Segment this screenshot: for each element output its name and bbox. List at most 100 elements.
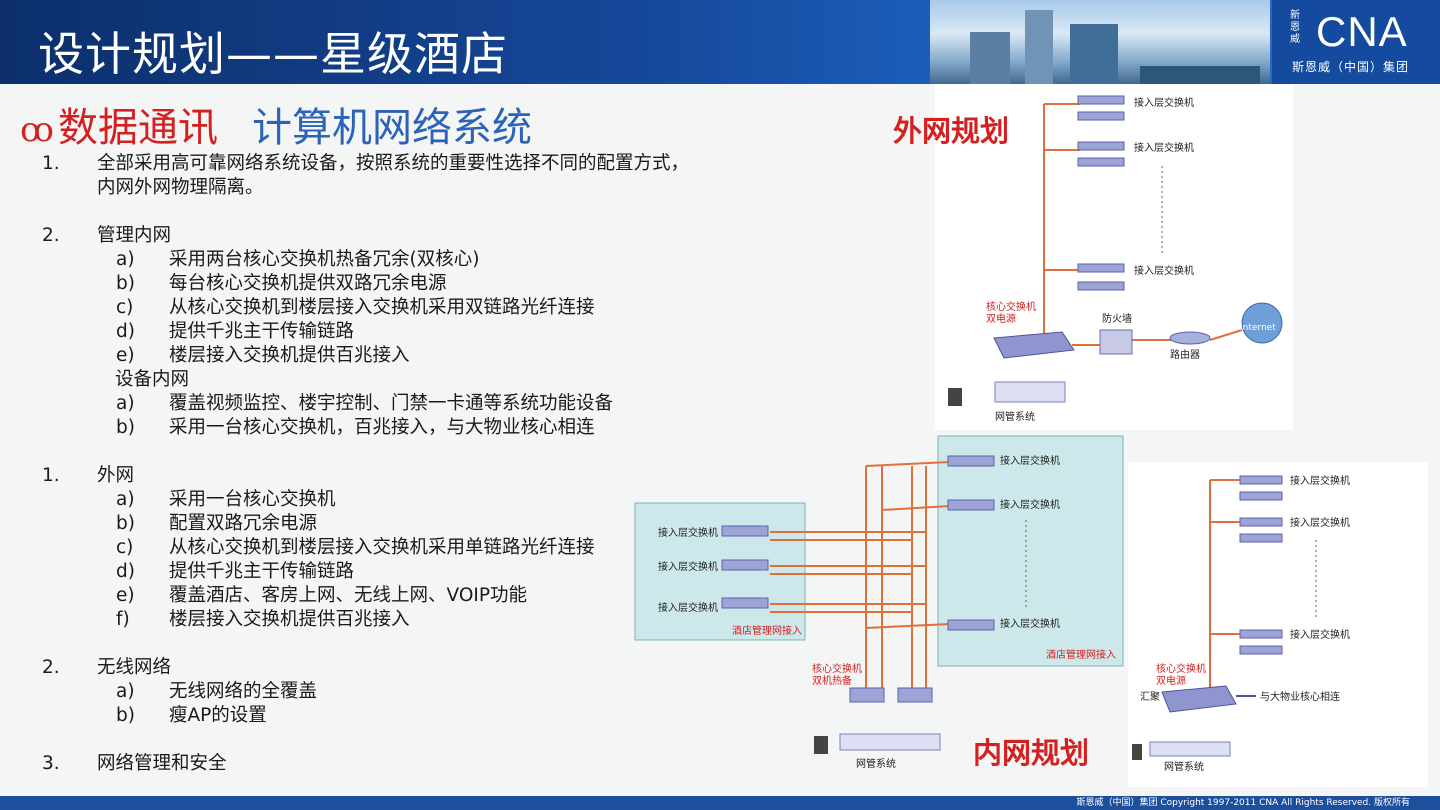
outer-access-label-3: 接入层交换机 xyxy=(1134,264,1194,277)
list-item-number: c) xyxy=(116,537,134,558)
list-item-text: 覆盖视频监控、楼宇控制、门禁一卡通等系统功能设备 xyxy=(169,393,614,414)
list-item-text: 网络管理和安全 xyxy=(97,753,227,774)
inner-access-label-3: 接入层交换机 xyxy=(1000,617,1060,630)
inner-admin-icon xyxy=(814,736,828,754)
list-item-text: 楼层接入交换机提供百兆接入 xyxy=(169,609,410,630)
list-item-text: 提供千兆主干传输链路 xyxy=(169,561,355,582)
list-item: e) 覆盖酒店、客房上网、无线上网、VOIP功能 xyxy=(42,584,742,608)
internet-label: Internet xyxy=(1240,323,1276,333)
list-item-text: 采用一台核心交换机，百兆接入，与大物业核心相连 xyxy=(169,417,595,438)
list-item: a) 采用两台核心交换机热备冗余(双核心) xyxy=(42,248,742,272)
list-item: 3.网络管理和安全 xyxy=(42,752,742,776)
outer-network-title: 外网规划 xyxy=(893,114,1010,148)
list-item: c) 从核心交换机到楼层接入交换机采用双链路光纤连接 xyxy=(42,296,742,320)
list-item-text: 全部采用高可靠网络系统设备，按照系统的重要性选择不同的配置方式， xyxy=(97,153,690,174)
logo-vertical-text: 新恩威 xyxy=(1290,10,1300,45)
inner-nms-station xyxy=(839,733,941,751)
list-item: b) 每台核心交换机提供双路冗余电源 xyxy=(42,272,742,296)
list-item-number: e) xyxy=(116,585,135,606)
outer-admin-icon xyxy=(948,388,962,406)
list-item: a)无线网络的全覆盖 xyxy=(42,680,742,704)
hotel-access-label-2: 接入层交换机 xyxy=(658,560,718,573)
logo-mark: CNA xyxy=(1316,8,1408,55)
list-item: a)覆盖视频监控、楼宇控制、门禁一卡通等系统功能设备 xyxy=(42,392,742,416)
inner-core-label: 核心交换机双机热备 xyxy=(812,662,862,687)
decorative-bullet-icon: ꝏ xyxy=(20,110,54,150)
router-label: 路由器 xyxy=(1170,348,1200,361)
left-hotel-mgmt-label: 酒店管理网接入 xyxy=(732,624,802,637)
list-item-text: 配置双路冗余电源 xyxy=(169,513,318,534)
device-access-label-3: 接入层交换机 xyxy=(1290,628,1350,641)
hotel-mgmt-panel xyxy=(634,502,806,641)
list-item: 2.管理内网 xyxy=(42,224,742,248)
inner-network-title: 内网规划 xyxy=(973,736,1090,770)
list-item-text: 从核心交换机到楼层接入交换机采用单链路光纤连接 xyxy=(169,537,595,558)
device-network-panel xyxy=(1128,462,1428,787)
list-item-number: e) xyxy=(116,345,135,366)
inner-hotel-mgmt-label: 酒店管理网接入 xyxy=(1046,648,1116,661)
firewall-label: 防火墙 xyxy=(1102,312,1132,325)
list-item-number: b) xyxy=(116,705,135,726)
list-item-number: d) xyxy=(116,561,135,582)
list-item-text: 管理内网 xyxy=(97,225,172,246)
list-item-text: 设备内网 xyxy=(115,369,190,390)
list-item-text: 无线网络 xyxy=(97,657,172,678)
device-nms-station xyxy=(1149,741,1231,757)
device-core-label: 核心交换机双电源 xyxy=(1156,662,1206,687)
outer-nms-label: 网管系统 xyxy=(995,410,1035,423)
inner-links xyxy=(770,461,951,690)
list-item-number: 2. xyxy=(42,657,60,678)
list-item-text: 从核心交换机到楼层接入交换机采用双链路光纤连接 xyxy=(169,297,595,318)
list-item-text: 无线网络的全覆盖 xyxy=(169,681,318,702)
inner-access-label-2: 接入层交换机 xyxy=(1000,498,1060,511)
list-item: 设备内网 xyxy=(42,368,742,392)
slide-footer: 斯恩威（中国）集团 Copyright 1997-2011 CNA All Ri… xyxy=(0,796,1440,810)
list-item-number: 1. xyxy=(42,465,60,486)
list-item-number: a) xyxy=(116,489,135,510)
slide-title: 设计规划——星级酒店 xyxy=(38,27,508,81)
inner-access-label-1: 接入层交换机 xyxy=(1000,454,1060,467)
list-item: b)采用一台核心交换机，百兆接入，与大物业核心相连 xyxy=(42,416,742,440)
inner-network-panel xyxy=(937,435,1124,667)
device-access-switches xyxy=(1239,475,1283,655)
list-item-number: f) xyxy=(116,609,130,630)
inner-nms-label: 网管系统 xyxy=(856,757,896,770)
list-item: d)提供千兆主干传输链路 xyxy=(42,320,742,344)
list-item-number: c) xyxy=(116,297,134,318)
list-item-number: a) xyxy=(116,249,135,270)
list-item: 2. 无线网络 xyxy=(42,656,742,680)
list-item-text: 采用一台核心交换机 xyxy=(169,489,336,510)
hotel-access-label-1: 接入层交换机 xyxy=(658,526,718,539)
core-labels: 核心交换机双电源 核心交换机双机热备 核心交换机双电源 xyxy=(812,300,1206,687)
city-photo xyxy=(930,0,1270,84)
list-item: c) 从核心交换机到楼层接入交换机采用单链路光纤连接 xyxy=(42,536,742,560)
list-item-number: 1. xyxy=(42,153,60,174)
list-item-text: 内网外网物理隔离。 xyxy=(97,177,264,198)
list-item-number: b) xyxy=(116,273,135,294)
list-item: 1. 全部采用高可靠网络系统设备，按照系统的重要性选择不同的配置方式， xyxy=(42,152,742,176)
device-nms-label: 网管系统 xyxy=(1164,760,1204,773)
device-links xyxy=(1209,479,1242,690)
list-item-text: 采用两台核心交换机热备冗余(双核心) xyxy=(169,249,480,270)
heading-red-text: 数据通讯 xyxy=(57,105,218,151)
heading-blue-text: 计算机网络系统 xyxy=(251,105,532,151)
outer-access-label-2: 接入层交换机 xyxy=(1134,141,1194,154)
outer-nms-station xyxy=(994,381,1066,403)
hotel-access-label-3: 接入层交换机 xyxy=(658,601,718,614)
slide-header: 设计规划——星级酒店 新恩威 CNA 斯恩威（中国）集团 xyxy=(0,0,1440,84)
list-item-text: 楼层接入交换机提供百兆接入 xyxy=(169,345,410,366)
list-item: b) 瘦AP的设置 xyxy=(42,704,742,728)
copyright-text: 斯恩威（中国）集团 Copyright 1997-2011 CNA All Ri… xyxy=(1076,798,1410,808)
aggregation-label: 汇聚 xyxy=(1140,690,1160,703)
property-core-label: 与大物业核心相连 xyxy=(1260,690,1340,703)
device-access-label-2: 接入层交换机 xyxy=(1290,516,1350,529)
list-item-text: 覆盖酒店、客房上网、无线上网、VOIP功能 xyxy=(169,585,528,606)
device-access-label-1: 接入层交换机 xyxy=(1290,474,1350,487)
list-item-text: 每台核心交换机提供双路冗余电源 xyxy=(169,273,447,294)
plan-list: 1. 全部采用高可靠网络系统设备，按照系统的重要性选择不同的配置方式， 内网外网物理… xyxy=(42,152,742,776)
firewall-icon xyxy=(1099,329,1133,355)
device-core-switch xyxy=(1161,685,1237,713)
list-item-text: 瘦AP的设置 xyxy=(169,705,267,726)
logo-subtitle: 斯恩威（中国）集团 xyxy=(1292,60,1410,74)
